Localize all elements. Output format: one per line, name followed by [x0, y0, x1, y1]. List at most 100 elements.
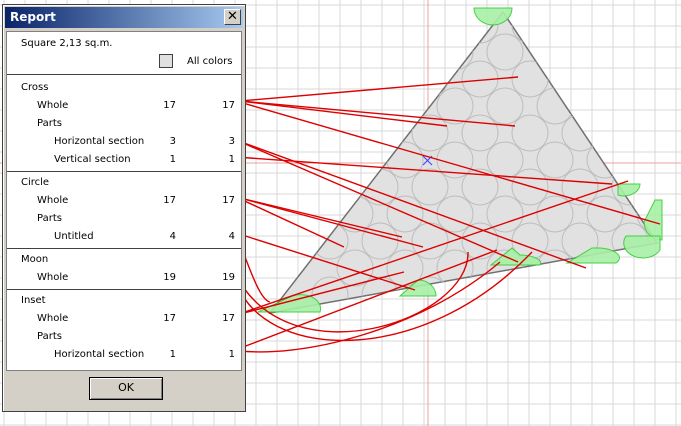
- ok-button[interactable]: OK: [89, 377, 163, 400]
- count-value: 3: [228, 136, 235, 147]
- count-value: 19: [222, 272, 235, 283]
- count-value: 17: [163, 313, 176, 324]
- count-value: 1: [169, 154, 176, 165]
- table-row: Vertical section 1 1: [7, 152, 241, 170]
- circle-tile: [411, 168, 449, 206]
- divider: [7, 171, 241, 172]
- circle-tile: [436, 33, 474, 71]
- leader-curve: [235, 251, 533, 342]
- divider: [7, 74, 241, 75]
- circle-tile: [436, 87, 474, 125]
- table-row: Parts: [7, 329, 241, 347]
- count-value: 19: [163, 272, 176, 283]
- count-value: 4: [228, 231, 235, 242]
- table-row: Horizontal section 3 3: [7, 134, 241, 152]
- section-title: Inset: [21, 295, 46, 306]
- row-label: Parts: [37, 331, 62, 342]
- count-value: 1: [169, 349, 176, 360]
- table-row: Whole 17 17: [7, 193, 241, 211]
- count-value: 17: [163, 100, 176, 111]
- section-circle: Circle: [7, 175, 241, 193]
- leader-curve: [231, 261, 501, 353]
- divider: [7, 289, 241, 290]
- row-label: Vertical section: [54, 154, 131, 165]
- count-value: 1: [228, 154, 235, 165]
- circle-tile: [561, 168, 599, 206]
- count-value: 17: [222, 195, 235, 206]
- circle-tile: [486, 303, 524, 313]
- section-title: Circle: [21, 177, 50, 188]
- leader-lines: [229, 76, 661, 353]
- title-bar[interactable]: Report ✕: [5, 7, 243, 28]
- circle-tile: [311, 114, 349, 152]
- dialog-title: Report: [10, 10, 56, 24]
- circle-tile: [361, 60, 399, 98]
- circle-tile: [511, 168, 549, 206]
- count-value: 17: [163, 195, 176, 206]
- green-piece: [565, 247, 620, 264]
- leader-line: [235, 232, 416, 291]
- row-label: Horizontal section: [54, 136, 145, 147]
- row-label: Parts: [37, 213, 62, 224]
- triangle-shape[interactable]: [268, 10, 659, 315]
- leader-curve: [235, 251, 469, 333]
- leader-line: [239, 76, 519, 102]
- report-dialog: Report ✕ Square 2,13 sq.m. All colors Cr…: [2, 4, 246, 412]
- leader-line: [235, 100, 661, 225]
- circle-tile: [486, 87, 524, 125]
- circle-tile: [436, 303, 474, 313]
- area-label: Square 2,13 sq.m.: [21, 38, 113, 49]
- table-row: Whole 17 17: [7, 311, 241, 329]
- circle-tile: [336, 33, 374, 71]
- circle-tile: [511, 12, 549, 44]
- section-inset: Inset: [7, 293, 241, 311]
- circle-tile: [386, 33, 424, 71]
- close-icon[interactable]: ✕: [224, 9, 241, 25]
- circle-tile: [336, 87, 374, 125]
- section-cross: Cross: [7, 80, 241, 98]
- circle-tile: [486, 33, 524, 71]
- leader-line: [235, 156, 613, 185]
- report-panel: Square 2,13 sq.m. All colors Cross Whole…: [6, 31, 242, 371]
- circle-tile: [361, 114, 399, 152]
- circle-tile: [536, 195, 574, 233]
- circle-tile: [586, 195, 624, 233]
- leader-line: [235, 196, 345, 248]
- all-colors-row: All colors: [7, 54, 241, 72]
- table-row: Untitled 4 4: [7, 229, 241, 247]
- row-label: Whole: [37, 100, 69, 111]
- count-value: 17: [222, 313, 235, 324]
- circle-tile: [461, 168, 499, 206]
- circle-tile: [536, 141, 574, 179]
- color-swatch[interactable]: [159, 54, 173, 68]
- circle-tile: [611, 12, 649, 44]
- circle-tile: [361, 12, 399, 44]
- table-row: Whole 17 17: [7, 98, 241, 116]
- circle-tile: [411, 12, 449, 44]
- leader-line: [229, 249, 498, 353]
- section-title: Moon: [21, 254, 49, 265]
- circle-tile: [561, 60, 599, 98]
- green-piece: [623, 235, 661, 259]
- circle-tile: [536, 303, 574, 313]
- circle-tile: [386, 87, 424, 125]
- green-pieces[interactable]: [257, 7, 663, 313]
- circle-tile: [461, 276, 499, 313]
- row-label: Parts: [37, 118, 62, 129]
- circle-tile: [611, 114, 649, 152]
- green-piece: [473, 7, 513, 26]
- count-value: 3: [169, 136, 176, 147]
- table-row: Whole 19 19: [7, 270, 241, 288]
- circle-tile: [411, 60, 449, 98]
- count-value: 1: [228, 349, 235, 360]
- circle-tile: [461, 114, 499, 152]
- circle-tile: [486, 195, 524, 233]
- divider: [7, 248, 241, 249]
- row-label: Whole: [37, 195, 69, 206]
- table-row: Horizontal section 1 1: [7, 347, 241, 365]
- row-label: Untitled: [54, 231, 94, 242]
- circle-tile: [386, 195, 424, 233]
- leader-line: [235, 271, 405, 316]
- area-row: Square 2,13 sq.m.: [7, 36, 241, 54]
